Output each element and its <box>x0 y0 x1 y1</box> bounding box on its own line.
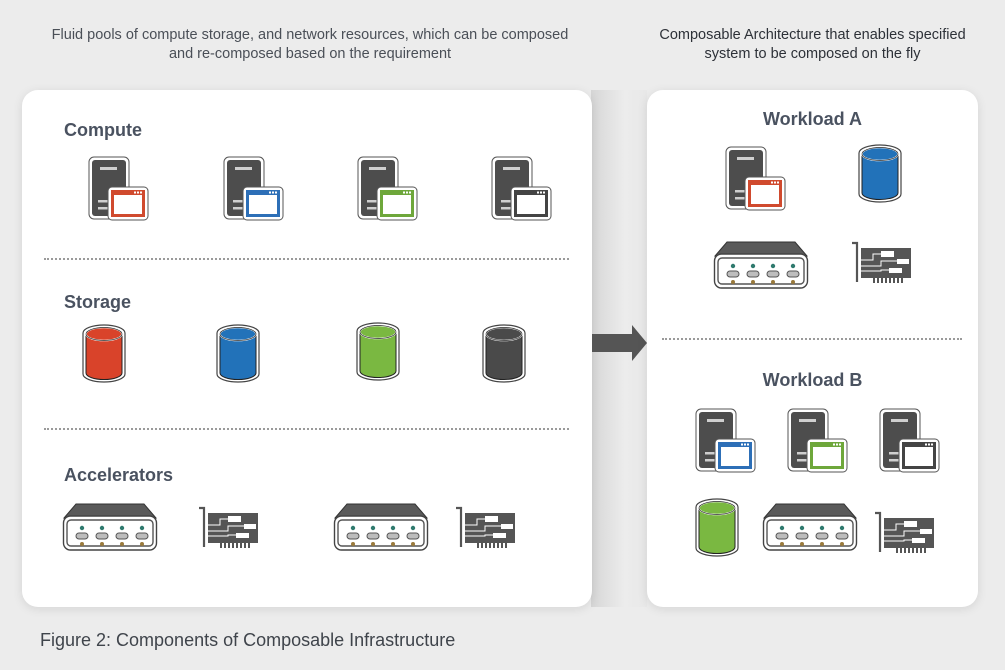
database-icon <box>215 324 261 389</box>
accelerator-box-icon <box>762 502 858 557</box>
pci-card-icon <box>874 510 936 559</box>
section-divider <box>44 428 569 430</box>
resource-pool-panel: Compute Storage Accelerators <box>22 90 592 607</box>
database-icon <box>355 322 401 387</box>
workloads-panel: Workload A Workload B <box>647 90 978 607</box>
workload-a-title: Workload A <box>762 109 862 129</box>
workload-b-title: Workload B <box>762 370 863 390</box>
section-title-compute: Compute <box>64 120 142 140</box>
architecture-caption: Composable Architecture that enables spe… <box>659 27 966 62</box>
server-icon <box>787 408 849 479</box>
database-icon <box>857 144 903 209</box>
figure-caption: Figure 2: Components of Composable Infra… <box>40 630 456 650</box>
pci-card-icon <box>455 505 517 554</box>
server-icon <box>491 156 553 227</box>
pci-card-icon <box>851 240 913 289</box>
accelerator-box-icon <box>713 240 809 295</box>
database-icon <box>481 324 527 389</box>
section-divider <box>44 258 569 260</box>
accelerator-box-icon <box>62 502 158 557</box>
server-icon <box>695 408 757 479</box>
database-icon <box>81 324 127 389</box>
server-icon <box>223 156 285 227</box>
accelerator-box-icon <box>333 502 429 557</box>
database-icon <box>694 498 740 563</box>
server-icon <box>725 146 787 217</box>
server-icon <box>88 156 150 227</box>
pool-caption: Fluid pools of compute storage, and netw… <box>51 27 569 62</box>
server-icon <box>357 156 419 227</box>
pci-card-icon <box>198 505 260 554</box>
section-title-accelerators: Accelerators <box>64 465 174 485</box>
workload-divider <box>662 338 962 340</box>
server-icon <box>879 408 941 479</box>
right-arrow-icon <box>592 325 648 366</box>
section-title-storage: Storage <box>64 292 132 312</box>
